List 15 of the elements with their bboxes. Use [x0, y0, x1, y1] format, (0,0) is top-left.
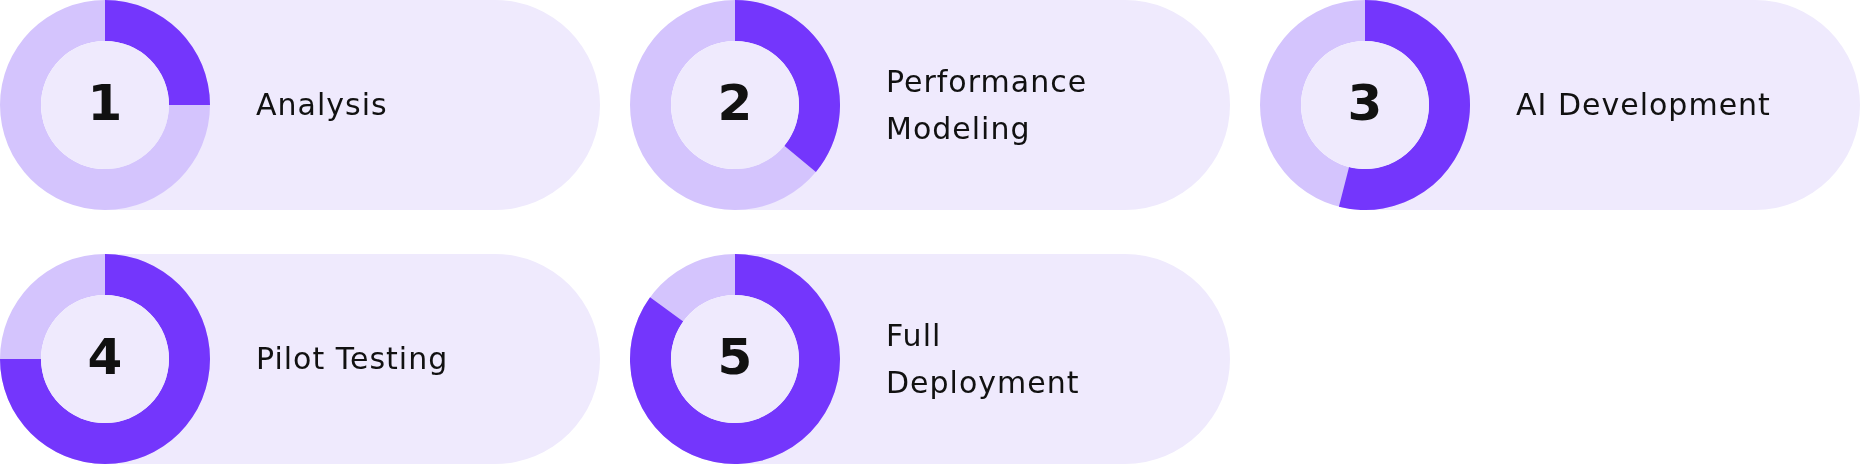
- step-number: 2: [716, 78, 754, 128]
- step-number: 4: [86, 332, 124, 382]
- step-label: AI Development: [1516, 85, 1772, 124]
- step-card: [0, 254, 600, 464]
- step-number: 3: [1346, 78, 1384, 128]
- step-label: Pilot Testing: [256, 339, 450, 378]
- step-label: Full Deployment: [886, 316, 1081, 401]
- step-label: Performance Modeling: [886, 62, 1089, 147]
- step-label: Analysis: [256, 85, 389, 124]
- step-number: 1: [86, 78, 124, 128]
- step-card: [0, 0, 600, 210]
- step-card: [630, 254, 1230, 464]
- step-number: 5: [716, 332, 754, 382]
- step-card: [1260, 0, 1860, 210]
- step-card: [630, 0, 1230, 210]
